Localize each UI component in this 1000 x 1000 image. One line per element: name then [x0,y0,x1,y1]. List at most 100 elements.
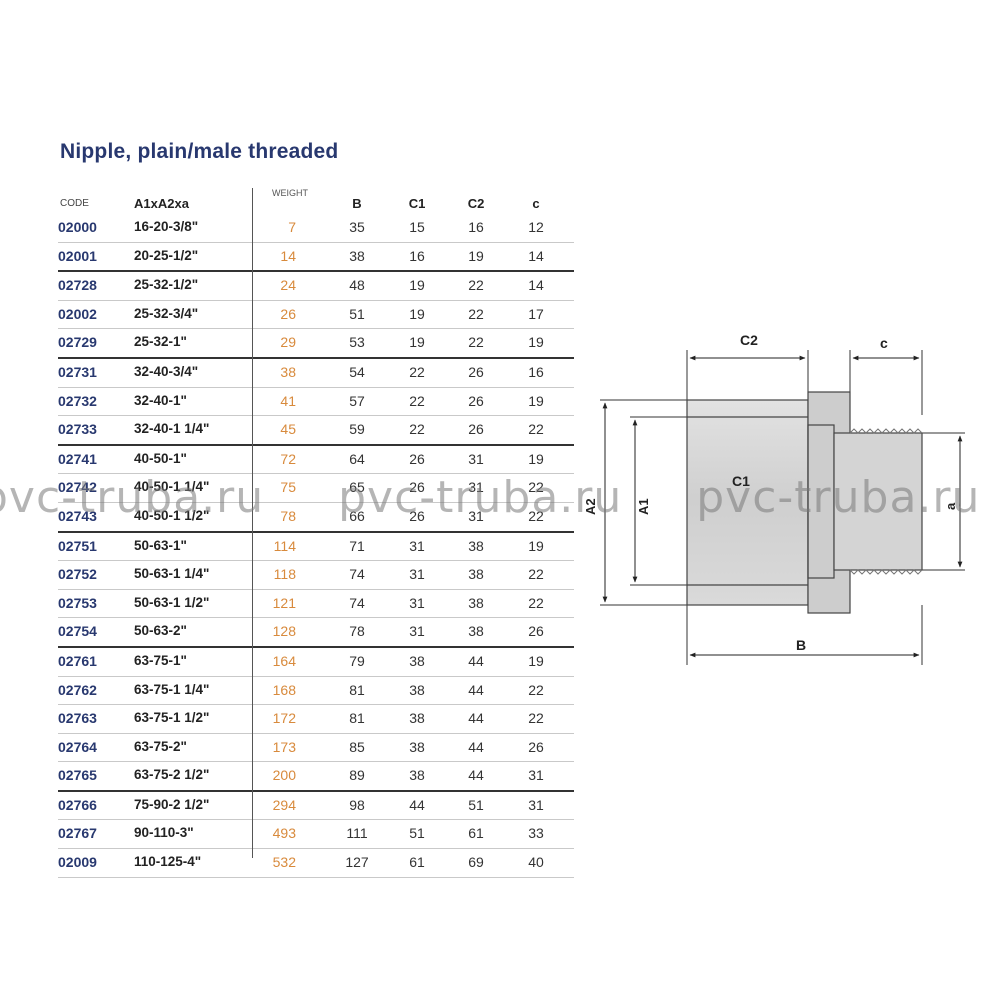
header-c: c [532,196,540,211]
cell-b: 81 [349,710,365,727]
cell-dimensions: 63-75-2 1/2" [134,767,210,783]
cell-weight: 173 [272,738,296,755]
cell-code: 02731 [58,363,97,380]
cell-b: 111 [346,825,368,842]
cell-b: 74 [349,594,365,611]
cell-c2: 51 [468,796,484,813]
cell-dimensions: 32-40-1 1/4" [134,421,210,437]
fitting-body [686,391,923,614]
cell-c1: 38 [409,738,425,755]
column-divider [252,188,253,858]
cell-dimensions: 110-125-4" [134,854,202,870]
cell-code: 02753 [58,594,97,611]
cell-code: 02728 [58,277,97,294]
cell-c: 22 [528,681,544,698]
cell-weight: 168 [272,681,296,698]
cell-dimensions: 63-75-1 1/2" [134,710,210,726]
label-a: a [943,502,958,510]
cell-code: 02009 [58,854,97,871]
cell-weight: 78 [280,507,296,524]
cell-c: 31 [528,796,544,813]
cell-c: 26 [528,738,544,755]
cell-weight: 45 [280,421,296,438]
cell-c: 22 [528,479,544,496]
label-a1: A1 [636,498,651,515]
cell-c: 19 [528,652,544,669]
cell-c: 19 [528,392,544,409]
cell-weight: 493 [272,825,296,842]
cell-dimensions: 40-50-1 1/4" [134,479,210,495]
cell-weight: 164 [272,652,296,669]
cell-c1: 22 [409,392,425,409]
cell-code: 02754 [58,623,97,640]
cell-weight: 294 [272,796,296,813]
label-b: B [796,637,806,653]
cell-b: 53 [349,334,365,351]
header-weight: WEIGHT [272,188,308,198]
cell-c1: 31 [409,594,425,611]
cell-b: 51 [349,305,365,322]
cell-c2: 38 [468,566,484,583]
cell-dimensions: 63-75-1 1/4" [134,681,210,697]
cell-dimensions: 32-40-3/4" [134,363,199,379]
cell-c: 19 [528,537,544,554]
header-c1: C1 [408,196,426,211]
cell-c: 31 [528,767,544,784]
cell-code: 02000 [58,219,97,235]
cell-c2: 19 [468,247,484,264]
cell-dimensions: 50-63-1 1/4" [134,566,210,582]
cell-c1: 19 [409,334,425,351]
cell-c2: 26 [468,392,484,409]
cell-code: 02002 [58,305,97,322]
cell-c1: 22 [409,421,425,438]
cell-c2: 44 [468,681,484,698]
cell-b: 54 [349,363,365,380]
cell-b: 48 [349,277,365,294]
cell-c1: 26 [409,479,425,496]
cell-code: 02733 [58,421,97,438]
cell-c2: 44 [468,710,484,727]
cell-dimensions: 32-40-1" [134,392,187,408]
cell-c2: 31 [468,450,484,467]
cell-weight: 24 [280,277,296,294]
cell-c1: 38 [409,681,425,698]
cell-c: 12 [528,219,544,235]
cell-c1: 26 [409,450,425,467]
cell-weight: 121 [272,594,296,611]
cell-c2: 38 [468,537,484,554]
header-c2: C2 [467,196,485,211]
cell-dimensions: 63-75-2" [134,738,187,754]
cell-c1: 31 [409,623,425,640]
cell-c2: 38 [468,594,484,611]
cell-b: 85 [349,738,365,755]
cell-c2: 22 [468,277,484,294]
cell-weight: 41 [280,392,296,409]
cell-b: 89 [349,767,365,784]
cell-weight: 38 [280,363,296,380]
cell-c2: 31 [468,507,484,524]
cell-code: 02763 [58,710,97,727]
cell-c1: 19 [409,277,425,294]
cell-c1: 38 [409,652,425,669]
cell-c1: 26 [409,507,425,524]
cell-c: 22 [528,710,544,727]
cell-c: 19 [528,334,544,351]
watermark-text: pvc-truba.ru [696,472,981,523]
cell-b: 35 [349,219,365,235]
cell-weight: 114 [273,537,296,554]
cell-code: 02752 [58,566,97,583]
cell-c2: 16 [468,219,484,235]
